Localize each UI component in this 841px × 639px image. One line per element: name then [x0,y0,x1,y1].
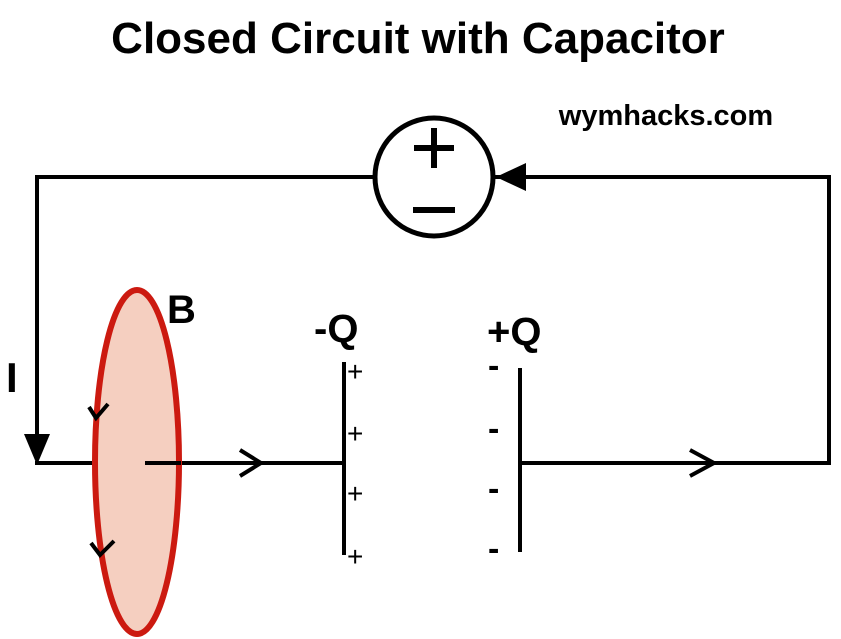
loop-direction-arrow-top [87,402,110,422]
battery-circle [372,115,496,239]
left-plate-charge-label: -Q [314,307,358,351]
left-plate-plus-sign: + [347,418,363,449]
watermark-text: wymhacks.com [558,100,773,132]
current-label: I [6,354,18,401]
right-plate-minus-sign: - [488,410,499,448]
magnetic-field-label: B [167,288,196,332]
right-plate-signs: - - - - [488,347,499,568]
current-arrow-into-battery [496,163,526,191]
right-plate-minus-sign: - [488,530,499,568]
left-plate-signs: + + + + [347,356,363,572]
loop-direction-arrow-bottom [89,539,116,559]
right-plate-minus-sign: - [488,347,499,385]
current-arrow-bottom-right [689,448,719,478]
left-plate-plus-sign: + [347,356,363,387]
diagram-title: Closed Circuit with Capacitor [111,14,725,63]
left-plate-plus-sign: + [347,478,363,509]
right-plate-minus-sign: - [488,470,499,508]
current-arrow-down-left [24,434,50,465]
current-arrow-bottom-left [238,448,265,478]
right-plate-charge-label: +Q [487,310,541,354]
left-plate-plus-sign: + [347,541,363,572]
battery [372,115,496,239]
